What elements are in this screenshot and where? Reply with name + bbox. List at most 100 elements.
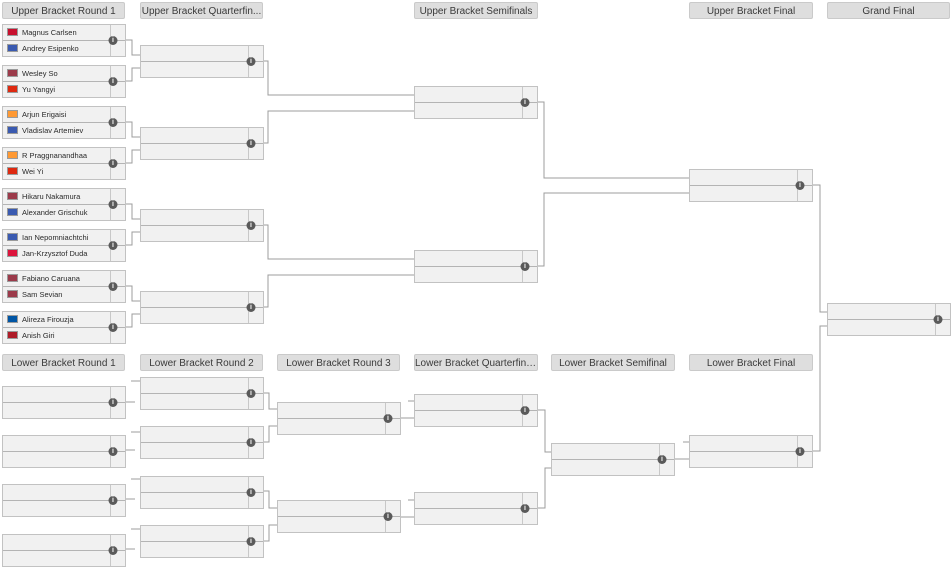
info-icon[interactable]: i <box>246 303 256 312</box>
ru-flag-icon <box>7 126 18 134</box>
connector <box>813 325 828 452</box>
round-header-lb-r1: Lower Bracket Round 1 <box>2 354 125 371</box>
info-icon[interactable]: i <box>657 455 667 464</box>
match-lb-r3-1[interactable]: i <box>277 402 401 435</box>
match-lb-r1-2[interactable]: i <box>2 435 126 468</box>
info-icon[interactable]: i <box>246 221 256 230</box>
player-name: Alexander Grischuk <box>22 208 88 217</box>
match-lb-final[interactable]: i <box>689 435 813 468</box>
info-icon[interactable]: i <box>520 504 530 513</box>
match-lb-r2-2[interactable]: i <box>140 426 264 459</box>
match-lb-r2-1[interactable]: i <box>140 377 264 410</box>
match-ub-qf-2[interactable]: i <box>140 127 264 160</box>
player-slot[interactable]: Arjun Erigaisi <box>3 107 109 122</box>
match-lb-qf-2[interactable]: i <box>414 492 538 525</box>
match-grand-final[interactable]: i <box>827 303 951 336</box>
info-icon[interactable]: i <box>520 262 530 271</box>
match-ub-r1-2[interactable]: Wesley So Yu Yangyi i <box>2 65 126 98</box>
player-slot[interactable]: Sam Sevian <box>3 287 109 302</box>
connector <box>813 184 828 313</box>
match-ub-sf-1[interactable]: i <box>414 86 538 119</box>
info-icon[interactable]: i <box>108 282 118 291</box>
player-slot[interactable]: Wesley So <box>3 66 109 81</box>
player-slot[interactable]: Yu Yangyi <box>3 82 109 97</box>
info-icon[interactable]: i <box>246 438 256 447</box>
info-icon[interactable]: i <box>108 159 118 168</box>
player-slot[interactable]: Alireza Firouzja <box>3 312 109 327</box>
pl-flag-icon <box>7 249 18 257</box>
match-lb-r1-4[interactable]: i <box>2 534 126 567</box>
match-ub-r1-1[interactable]: Magnus Carlsen Andrey Esipenko i <box>2 24 126 57</box>
player-slot[interactable]: Hikaru Nakamura <box>3 189 109 204</box>
player-slot[interactable]: Magnus Carlsen <box>3 25 109 40</box>
round-header-ub-sf: Upper Bracket Semifinals <box>414 2 538 19</box>
player-name: Vladislav Artemiev <box>22 126 84 135</box>
cn-flag-icon <box>7 167 18 175</box>
connector <box>125 285 140 328</box>
match-ub-qf-4[interactable]: i <box>140 291 264 324</box>
connector <box>263 490 277 542</box>
match-ub-sf-2[interactable]: i <box>414 250 538 283</box>
info-icon[interactable]: i <box>383 414 393 423</box>
match-ub-r1-8[interactable]: Alireza Firouzja Anish Giri i <box>2 311 126 344</box>
cn-flag-icon <box>7 85 18 93</box>
match-ub-final[interactable]: i <box>689 169 813 202</box>
match-ub-r1-6[interactable]: Ian Nepomniachtchi Jan-Krzysztof Duda i <box>2 229 126 262</box>
info-icon[interactable]: i <box>108 241 118 250</box>
match-ub-r1-3[interactable]: Arjun Erigaisi Vladislav Artemiev i <box>2 106 126 139</box>
round-header-gf: Grand Final <box>827 2 950 19</box>
info-icon[interactable]: i <box>520 98 530 107</box>
info-icon[interactable]: i <box>520 406 530 415</box>
info-icon[interactable]: i <box>108 398 118 407</box>
info-icon[interactable]: i <box>246 139 256 148</box>
connector <box>131 380 140 530</box>
connector <box>263 224 415 308</box>
player-name: Sam Sevian <box>22 290 63 299</box>
ru-flag-icon <box>7 233 18 241</box>
in-flag-icon <box>7 151 18 159</box>
info-icon[interactable]: i <box>795 447 805 456</box>
ru-flag-icon <box>7 208 18 216</box>
player-slot[interactable]: Wei Yi <box>3 164 109 179</box>
match-ub-r1-7[interactable]: Fabiano Caruana Sam Sevian i <box>2 270 126 303</box>
info-icon[interactable]: i <box>108 36 118 45</box>
info-icon[interactable]: i <box>108 323 118 332</box>
player-slot[interactable]: R Praggnanandhaa <box>3 148 109 163</box>
match-ub-r1-4[interactable]: R Praggnanandhaa Wei Yi i <box>2 147 126 180</box>
info-icon[interactable]: i <box>108 447 118 456</box>
player-slot[interactable]: Jan-Krzysztof Duda <box>3 246 109 261</box>
player-slot[interactable]: Anish Giri <box>3 328 109 343</box>
match-ub-r1-5[interactable]: Hikaru Nakamura Alexander Grischuk i <box>2 188 126 221</box>
info-icon[interactable]: i <box>246 488 256 497</box>
info-icon[interactable]: i <box>246 389 256 398</box>
match-lb-r3-2[interactable]: i <box>277 500 401 533</box>
info-icon[interactable]: i <box>246 537 256 546</box>
connector <box>263 60 415 144</box>
info-icon[interactable]: i <box>246 57 256 66</box>
info-icon[interactable]: i <box>108 77 118 86</box>
match-ub-qf-3[interactable]: i <box>140 209 264 242</box>
player-slot[interactable]: Fabiano Caruana <box>3 271 109 286</box>
player-slot[interactable]: Ian Nepomniachtchi <box>3 230 109 245</box>
info-icon[interactable]: i <box>108 200 118 209</box>
player-slot[interactable]: Alexander Grischuk <box>3 205 109 220</box>
match-lb-r1-1[interactable]: i <box>2 386 126 419</box>
match-lb-sf[interactable]: i <box>551 443 675 476</box>
match-lb-r2-3[interactable]: i <box>140 476 264 509</box>
info-icon[interactable]: i <box>383 512 393 521</box>
match-lb-r2-4[interactable]: i <box>140 525 264 558</box>
player-slot[interactable]: Vladislav Artemiev <box>3 123 109 138</box>
player-name: Ian Nepomniachtchi <box>22 233 89 242</box>
info-icon[interactable]: i <box>933 315 943 324</box>
player-slot[interactable]: Andrey Esipenko <box>3 41 109 56</box>
info-icon[interactable]: i <box>108 496 118 505</box>
match-lb-r1-3[interactable]: i <box>2 484 126 517</box>
player-name: Andrey Esipenko <box>22 44 79 53</box>
connector <box>125 401 135 550</box>
info-icon[interactable]: i <box>795 181 805 190</box>
match-ub-qf-1[interactable]: i <box>140 45 264 78</box>
info-icon[interactable]: i <box>108 118 118 127</box>
us-flag-icon <box>7 69 18 77</box>
match-lb-qf-1[interactable]: i <box>414 394 538 427</box>
info-icon[interactable]: i <box>108 546 118 555</box>
